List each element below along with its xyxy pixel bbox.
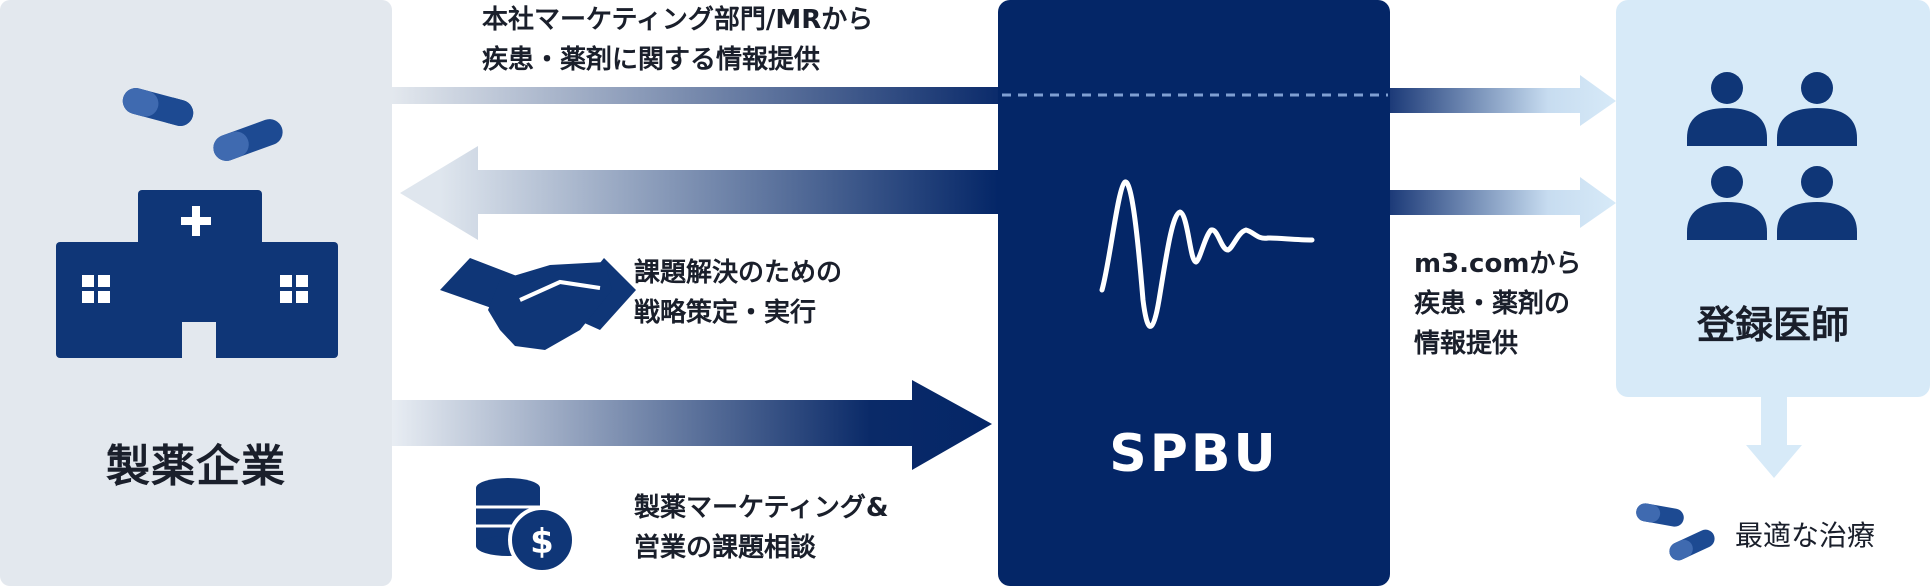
info-arrow-bottom: [1390, 177, 1616, 228]
waveform-logo: [1099, 179, 1315, 329]
coin-stack-icon: $: [476, 478, 576, 574]
registered-doctors-panel: [1616, 0, 1930, 397]
top-flow-arrow: [392, 87, 998, 104]
strategy-arrow: [400, 146, 998, 240]
top-flow-label: 本社マーケティング部門/MRから 疾患・薬剤に関する情報提供: [482, 5, 874, 75]
company-label: 製薬企業: [106, 441, 286, 492]
consult-label: 製薬マーケティング& 営業の課題相談: [634, 493, 889, 563]
spbu-panel: [998, 0, 1390, 586]
pill-icon: [122, 88, 194, 126]
svg-text:$: $: [530, 522, 554, 562]
outcome-label: 最適な治療: [1735, 519, 1876, 552]
handshake-icon: [440, 258, 636, 350]
hospital-icon: [56, 190, 338, 358]
strategy-label: 課題解決のための 戦略策定・実行: [634, 258, 843, 328]
info-arrow-top: [1390, 75, 1616, 126]
spbu-label: SPBU: [1109, 424, 1279, 484]
doctor-icon: [1687, 72, 1857, 240]
pill-icon: [1669, 529, 1715, 561]
pill-icon: [213, 119, 283, 161]
consult-arrow: [392, 380, 992, 470]
m3-info-label: m3.comから 疾患・薬剤の 情報提供: [1414, 249, 1582, 359]
outcome-arrow: [1746, 397, 1802, 478]
pill-icon: [1636, 503, 1684, 527]
doctors-label: 登録医師: [1696, 303, 1849, 347]
